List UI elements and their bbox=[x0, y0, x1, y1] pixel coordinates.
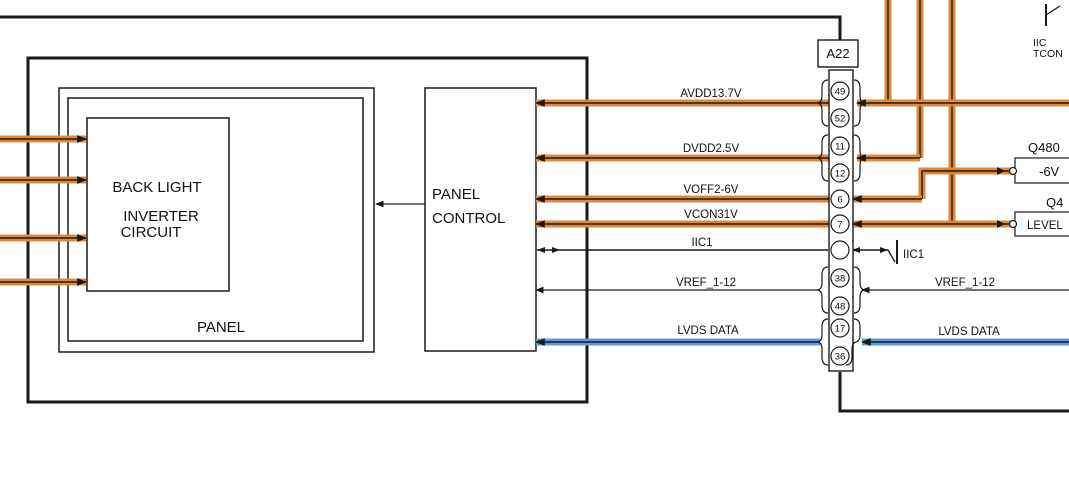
connector-a22-label-box bbox=[817, 39, 859, 68]
pin-6: 6 bbox=[837, 195, 842, 206]
backlight-inverter-box bbox=[86, 117, 230, 292]
pin-12: 12 bbox=[835, 169, 846, 180]
pin-52: 52 bbox=[835, 114, 846, 125]
pin-11: 11 bbox=[835, 142, 845, 153]
level-label: LEVEL bbox=[1027, 220, 1063, 232]
panel-control-box bbox=[424, 87, 537, 352]
lvds-label: LVDS DATA bbox=[677, 325, 739, 337]
pin-circles bbox=[830, 81, 850, 366]
pin-7: 7 bbox=[837, 220, 842, 231]
q480-block bbox=[997, 157, 1069, 184]
pin-38: 38 bbox=[835, 274, 846, 285]
backlight-label-3: CIRCUIT bbox=[121, 224, 182, 241]
panel-label: PANEL bbox=[197, 319, 245, 336]
pin-49: 49 bbox=[835, 87, 846, 98]
iic-line bbox=[537, 240, 898, 264]
backlight-inputs bbox=[0, 135, 87, 286]
panel-outer-box bbox=[26, 56, 589, 404]
iic-label: IIC1 bbox=[691, 237, 712, 249]
backlight-label-1: BACK LIGHT bbox=[112, 179, 201, 196]
vcon-label: VCON31V bbox=[684, 209, 738, 221]
q4-label: Q4 bbox=[1046, 195, 1063, 210]
outer-frame-top bbox=[0, 15, 842, 42]
pin-17: 17 bbox=[835, 324, 846, 335]
panel-box bbox=[58, 87, 375, 353]
pin-numbers: 49 52 11 12 6 7 38 48 17 36 bbox=[835, 87, 846, 363]
voff-label: VOFF2-6V bbox=[684, 184, 739, 196]
q480-value: -6V bbox=[1039, 164, 1060, 179]
iic-right-label: IIC1 bbox=[903, 249, 924, 261]
avdd-label: AVDD13.7V bbox=[680, 88, 741, 100]
right-feeders bbox=[884, 0, 1012, 227]
lvds-right-label: LVDS DATA bbox=[938, 326, 1000, 338]
panel-inner-box bbox=[67, 97, 364, 342]
vref-label: VREF_1-12 bbox=[676, 277, 736, 289]
backlight-label-2: INVERTER bbox=[123, 208, 199, 225]
top-iic-label: IIC bbox=[1033, 37, 1047, 49]
vref-right-label: VREF_1-12 bbox=[935, 277, 995, 289]
top-tcon-label: TCON bbox=[1033, 48, 1063, 60]
pin-36: 36 bbox=[835, 352, 846, 363]
q480-label: Q480 bbox=[1028, 140, 1060, 155]
connector-a22-label: A22 bbox=[826, 46, 849, 61]
dvdd-label: DVDD2.5V bbox=[683, 143, 740, 155]
pins bbox=[817, 79, 865, 366]
q4-block bbox=[997, 211, 1069, 237]
panel-control-label-2: CONTROL bbox=[432, 210, 505, 227]
top-iic-symbol bbox=[1045, 4, 1061, 26]
panel-control-label-1: PANEL bbox=[432, 186, 480, 203]
pin-48: 48 bbox=[835, 302, 846, 313]
outer-frame-bottom bbox=[838, 372, 1069, 413]
